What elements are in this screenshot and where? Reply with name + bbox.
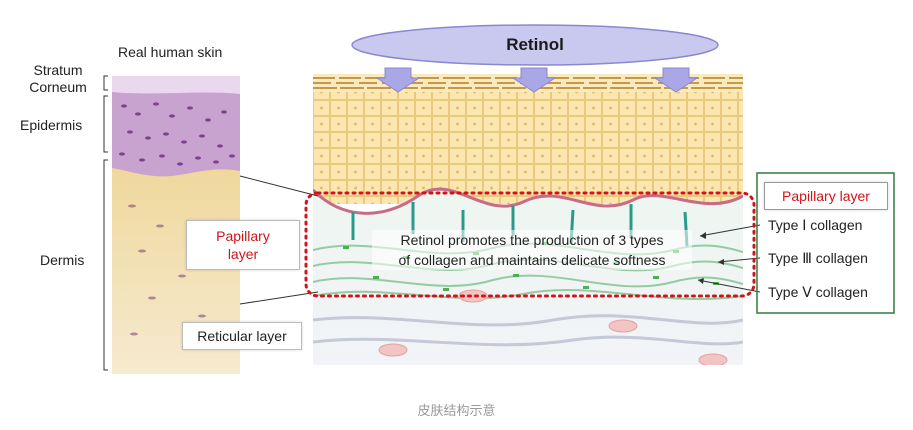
collagen-type-1-label: Type Ⅰ collagen	[768, 217, 863, 233]
reticular-layer-callout: Reticular layer	[182, 322, 302, 350]
center-description: Retinol promotes the production of 3 typ…	[372, 230, 692, 270]
collagen-type-3-label: Type Ⅲ collagen	[768, 250, 868, 266]
collagen-type-5-label: Type Ⅴ collagen	[768, 284, 868, 300]
figure-caption: 皮肤结构示意	[417, 403, 496, 418]
stratum-corneum-label: Stratum Corneum	[29, 62, 87, 95]
papillary-layer-callout: Papillary layer	[186, 220, 300, 270]
papillary-layer-label: Papillary layer	[764, 182, 888, 210]
skin-diagram	[313, 24, 743, 365]
retinol-label: Retinol	[506, 35, 564, 54]
epidermis-label: Epidermis	[20, 117, 83, 133]
photo-title: Real human skin	[118, 44, 223, 60]
dermis-label: Dermis	[40, 252, 85, 268]
